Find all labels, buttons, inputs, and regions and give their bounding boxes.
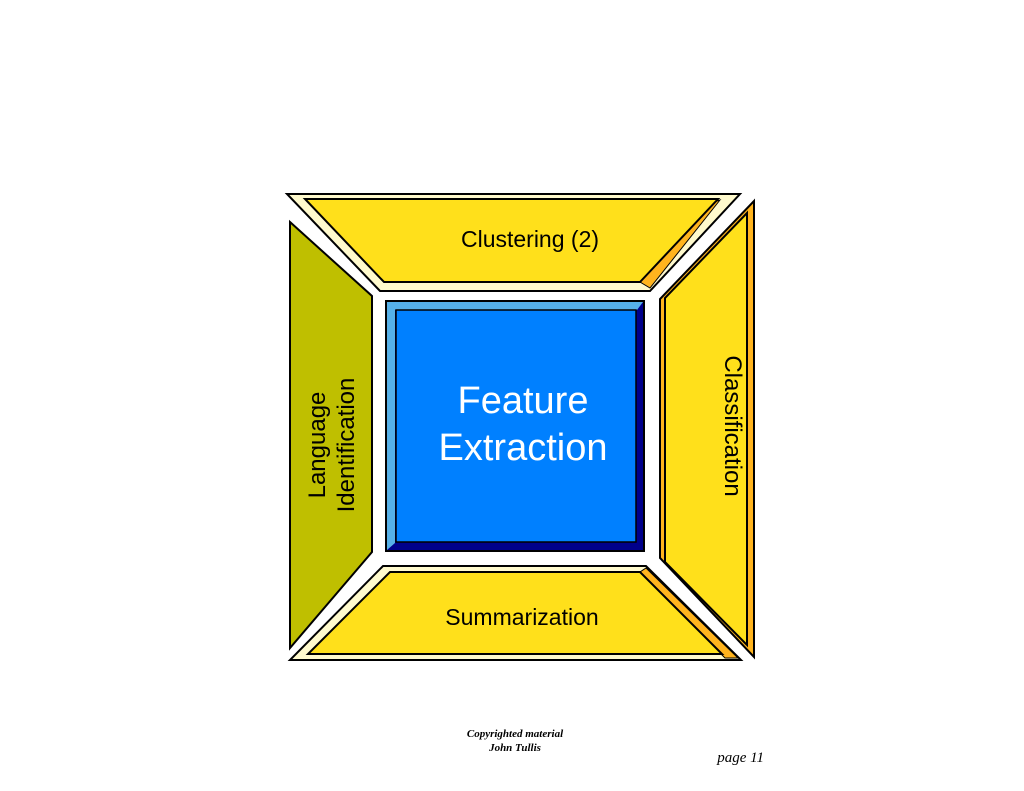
clustering-panel: Clustering (2): [284, 193, 743, 292]
summarization-panel: Summarization: [287, 565, 744, 661]
classification-panel: Classification: [659, 198, 755, 660]
copyright-notice: Copyrighted material John Tullis: [415, 727, 615, 755]
language-label-line1: Language: [304, 392, 331, 499]
classification-label: Classification: [719, 355, 746, 496]
clustering-face: [302, 198, 721, 283]
classification-face: [664, 210, 748, 648]
summarization-orange-bevel: [639, 567, 740, 659]
clustering-label: Clustering (2): [461, 226, 599, 252]
feature-extraction-face: [395, 309, 637, 543]
language-label-line2: Identification: [333, 378, 360, 513]
summarization-label: Summarization: [445, 604, 598, 630]
summarization-face: [305, 571, 725, 655]
feature-extraction-box: Feature Extraction: [385, 300, 645, 552]
feature-extraction-line1: Feature: [458, 380, 589, 422]
language-identification-panel: Language Identification: [289, 219, 373, 651]
language-identification-face: [289, 219, 373, 651]
feature-extraction-line2: Extraction: [439, 427, 608, 469]
page-number: page 11: [717, 750, 764, 766]
copyright-author: John Tullis: [489, 742, 541, 754]
copyright-line1: Copyrighted material: [466, 728, 564, 740]
